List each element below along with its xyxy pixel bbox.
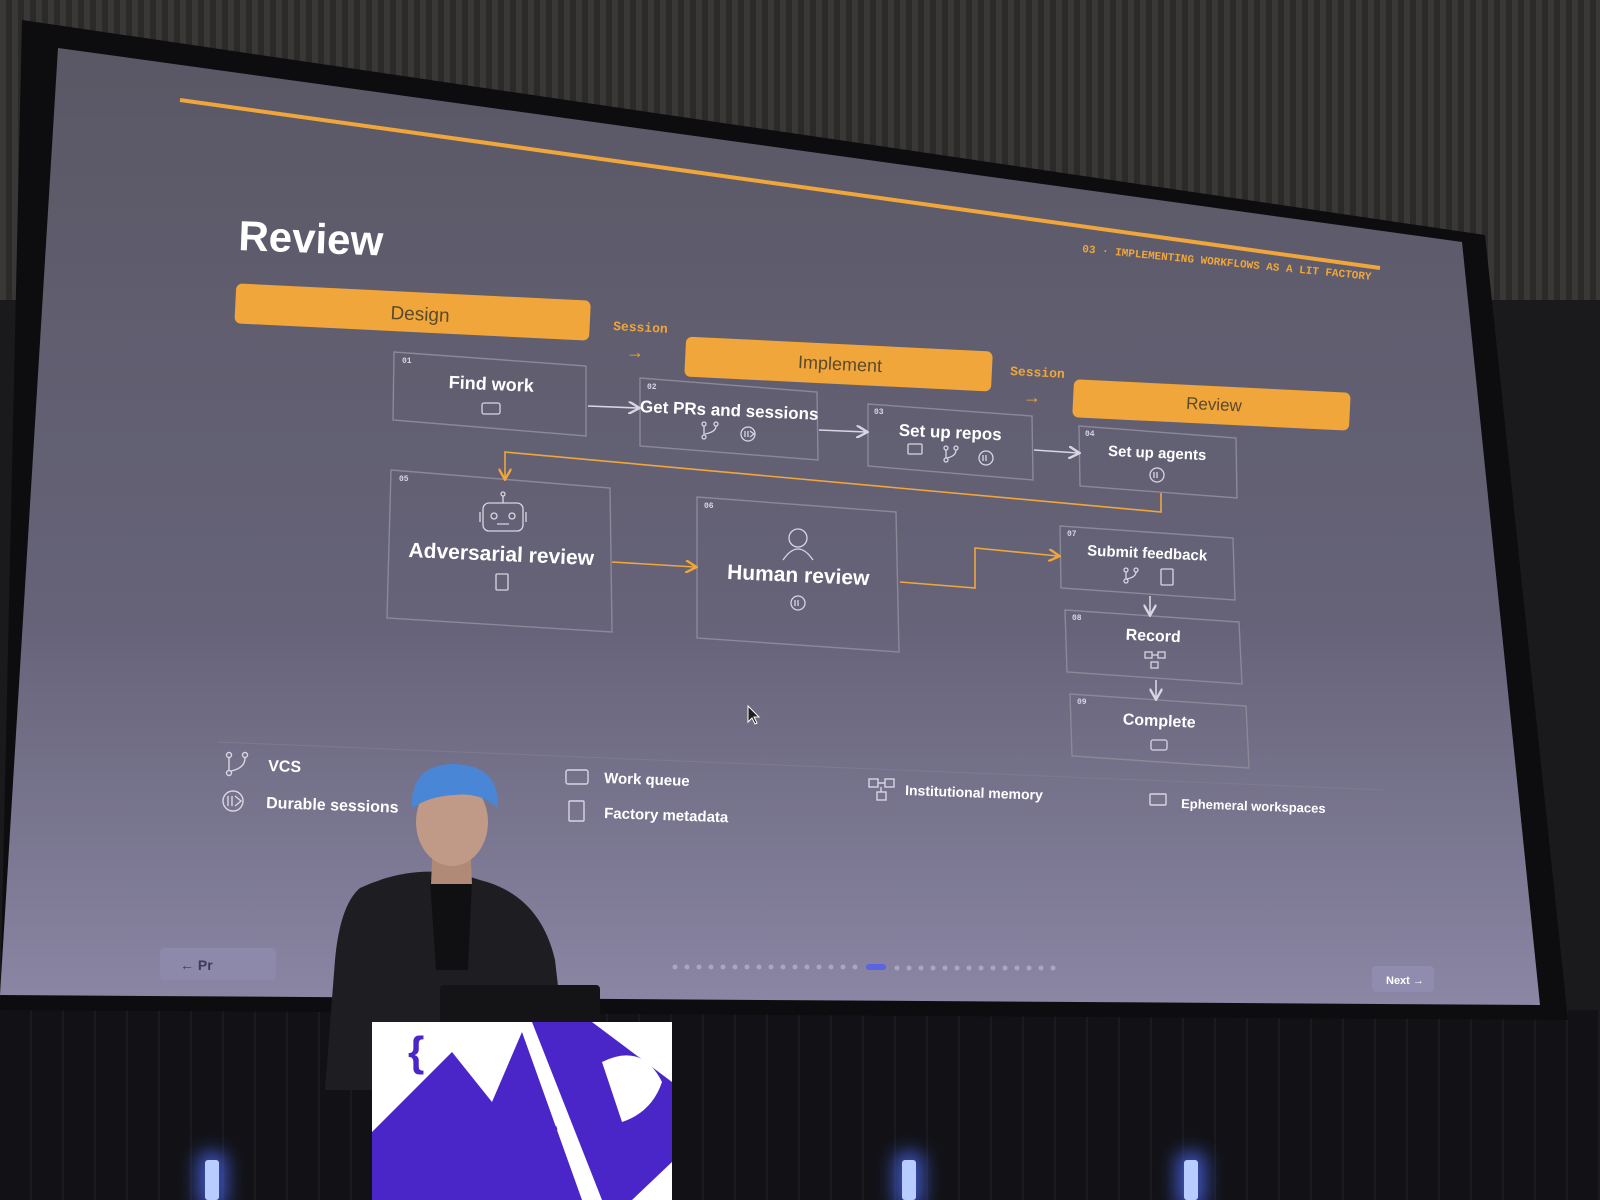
step-box-04	[1078, 425, 1238, 499]
speaker-face	[416, 778, 488, 866]
branch-icon	[1123, 567, 1139, 584]
branch-icon	[701, 421, 719, 440]
session-connector-2: Session	[1010, 364, 1066, 382]
step-label-07: Submit feedback	[1087, 542, 1208, 564]
legend-durable-session-icon	[222, 790, 244, 812]
speaker-hair	[411, 764, 499, 808]
step-num-09: 09	[1077, 698, 1087, 707]
step-num-02: 02	[647, 383, 657, 392]
step-label-08: Record	[1125, 627, 1181, 646]
mouse-cursor	[747, 704, 761, 725]
next-slide-label: Next →	[1386, 975, 1424, 987]
factory-metadata-icon	[495, 573, 509, 591]
legend-divider	[217, 741, 1386, 791]
prev-slide-button[interactable]	[160, 948, 276, 980]
arrow-06-07	[899, 547, 1058, 589]
phase-design-label: Design	[390, 303, 450, 327]
phase-design: Design	[234, 283, 591, 341]
lectern-brace-glyph: {	[408, 1028, 424, 1075]
step-label-03: Set up repos	[898, 421, 1002, 444]
step-box-06	[696, 496, 900, 653]
speaker-shirt	[430, 880, 472, 970]
arrow-02-03	[818, 430, 866, 432]
top-accent-line	[179, 98, 1381, 270]
projection-screen: Review 03 · IMPLEMENTING WORKFLOWS AS A …	[0, 20, 1568, 1020]
phase-implement-label: Implement	[798, 352, 883, 376]
durable-session-icon	[1149, 467, 1165, 483]
step-num-07: 07	[1067, 530, 1077, 539]
institutional-memory-icon	[1144, 651, 1166, 669]
person-icon	[782, 528, 814, 561]
slide-title: Review	[238, 212, 385, 265]
next-slide-button[interactable]	[1372, 966, 1434, 992]
arrow-04-05	[505, 451, 1162, 513]
step-label-04: Set up agents	[1108, 443, 1207, 464]
durable-session-icon	[978, 450, 994, 466]
arrow-03-04	[1033, 450, 1078, 453]
legend-label-work-queue: Work queue	[604, 770, 690, 790]
step-num-08: 08	[1072, 614, 1082, 623]
durable-session-icon	[740, 426, 756, 442]
step-box-03	[867, 403, 1034, 481]
stage-backdrop	[0, 1010, 1600, 1200]
step-box-08	[1064, 609, 1243, 685]
legend-vcs-icon	[225, 751, 249, 777]
lectern: { *	[372, 1022, 672, 1200]
ephemeral-workspace-icon	[907, 443, 923, 455]
session-arrow-1: →	[626, 342, 644, 362]
legend-label-vcs: VCS	[268, 758, 302, 776]
legend-ephemeral-workspace-icon	[1149, 793, 1167, 806]
legend-label-ephemeral-workspaces: Ephemeral workspaces	[1181, 796, 1326, 816]
legend-label-durable-sessions: Durable sessions	[266, 795, 399, 817]
step-num-05: 05	[399, 475, 409, 484]
phase-review-label: Review	[1186, 394, 1243, 416]
session-connector-1: Session	[613, 319, 669, 337]
session-arrow-2: →	[1023, 387, 1041, 407]
legend-factory-metadata-icon	[568, 800, 585, 822]
phase-implement: Implement	[684, 336, 993, 392]
factory-metadata-icon	[1160, 568, 1174, 586]
stage-light	[205, 1160, 219, 1200]
laptop	[440, 985, 600, 1025]
branch-icon	[943, 445, 959, 463]
step-box-05	[386, 469, 613, 633]
arrow-05-06	[611, 562, 695, 567]
step-label-09: Complete	[1122, 711, 1196, 731]
step-label-01: Find work	[448, 372, 535, 396]
stage-light	[1184, 1160, 1198, 1200]
step-box-09	[1069, 693, 1250, 769]
step-num-04: 04	[1085, 430, 1095, 439]
lectern-star-glyph: *	[542, 1115, 558, 1159]
step-num-01: 01	[402, 357, 412, 366]
legend-label-factory-metadata: Factory metadata	[604, 805, 729, 826]
stage-light	[902, 1160, 916, 1200]
robot-icon	[479, 491, 527, 532]
step-num-03: 03	[874, 408, 884, 417]
lectern-logo: { *	[372, 1022, 672, 1200]
arrow-01-02	[587, 406, 638, 408]
slide-progress	[672, 964, 1056, 971]
durable-session-icon	[790, 595, 806, 611]
legend-work-queue-icon	[565, 769, 589, 785]
step-box-02	[639, 377, 819, 461]
legend-label-institutional-memory: Institutional memory	[905, 782, 1043, 803]
phase-review: Review	[1072, 379, 1351, 431]
step-box-07	[1059, 525, 1236, 601]
work-queue-icon	[1150, 739, 1168, 751]
step-box-01	[392, 351, 587, 437]
step-num-06: 06	[704, 502, 714, 511]
legend-institutional-memory-icon	[868, 778, 895, 801]
work-queue-icon	[481, 402, 501, 415]
slide-surface	[0, 48, 1540, 1005]
prev-slide-label: ← Pr	[180, 957, 213, 973]
